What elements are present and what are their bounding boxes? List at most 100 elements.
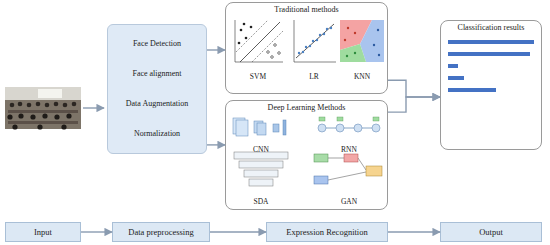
classroom-photo-part	[7, 114, 12, 119]
classroom-photo	[5, 87, 81, 130]
classroom-photo-part	[5, 87, 81, 100]
lr-chart-part	[309, 45, 311, 47]
knn-chart-part	[354, 52, 356, 54]
stage-box: Data preprocessing	[112, 222, 210, 242]
input-arrow-part	[83, 107, 104, 108]
classroom-photo-part	[37, 124, 42, 129]
result-bars-part	[448, 52, 530, 56]
node-text: Input	[34, 227, 52, 237]
method-label-text: GAN	[341, 197, 357, 206]
results-panel: Classification results	[440, 20, 542, 150]
classroom-photo-part	[72, 102, 77, 107]
method-label-text: RNN	[341, 145, 357, 154]
classroom-photo-part	[10, 103, 15, 108]
rnn-figure-part	[319, 117, 325, 121]
node-text: Deep Learning Methods	[268, 103, 346, 113]
stage-box: Output	[440, 222, 542, 242]
result-bars-part	[448, 64, 458, 68]
result-bars-part	[448, 40, 534, 44]
classroom-photo-part	[30, 114, 35, 119]
classroom-photo-part	[8, 110, 78, 113]
flow-arrow	[207, 144, 225, 145]
classroom-photo-part	[38, 89, 62, 98]
sda-figure-part	[239, 161, 283, 168]
method-label-text: SDA	[253, 197, 268, 206]
knn-chart-part	[346, 55, 348, 57]
cnn-figure-part	[257, 123, 266, 135]
knn-chart-part	[373, 44, 375, 46]
cnn-figure-part	[283, 120, 286, 135]
knn-chart	[340, 20, 384, 62]
cnn-figure-part	[273, 124, 279, 132]
flow-arrow	[207, 49, 225, 50]
node-text: Classification results	[458, 23, 525, 33]
classroom-photo-part	[12, 124, 17, 129]
node-text: Normalization	[134, 129, 180, 139]
node-text: Data Augmentation	[126, 99, 188, 109]
knn-chart-part	[377, 29, 379, 31]
method-label-text: CNN	[253, 145, 269, 154]
flow-arrow	[388, 97, 440, 112]
method-label: CNN	[253, 138, 269, 156]
knn-chart-part	[347, 27, 349, 29]
knn-chart-part	[378, 54, 380, 56]
flow-arrow	[388, 231, 440, 232]
flow-arrow	[210, 231, 266, 232]
rnn-figure-part	[336, 124, 344, 132]
svm-chart-part	[250, 26, 253, 29]
result-bars-part	[448, 88, 496, 92]
knn-chart-part	[344, 39, 346, 41]
node-text: Output	[479, 227, 503, 237]
rnn-figure-part	[372, 124, 380, 132]
svm-chart-part	[243, 23, 246, 26]
lr-chart-part	[302, 51, 304, 53]
stage-box: Input	[5, 222, 81, 242]
svm-chart-part	[245, 37, 248, 40]
classroom-photo-part	[18, 102, 23, 107]
classroom-photo-part	[36, 102, 41, 107]
rnn-figure-part	[322, 128, 376, 129]
sda-figure-part	[244, 170, 278, 177]
lr-chart-part	[330, 27, 332, 29]
classroom-photo-part	[8, 121, 78, 124]
flow-arrow	[81, 231, 112, 232]
knn-chart-part	[340, 44, 366, 62]
lr-chart-part	[319, 34, 321, 36]
cnn-figure-part	[236, 120, 248, 136]
flow-arrow	[388, 80, 440, 97]
method-label: LR	[309, 65, 319, 83]
method-label-text: LR	[309, 72, 319, 81]
method-label: GAN	[341, 190, 357, 208]
method-label: SVM	[250, 65, 266, 83]
method-label: KNN	[354, 65, 370, 83]
node-text: Face Detection	[133, 39, 181, 49]
gan-figure-part	[344, 154, 358, 162]
method-label: RNN	[341, 138, 357, 156]
node-text: Face alignment	[132, 69, 181, 79]
node-text: Expression Recognition	[286, 227, 367, 237]
classroom-photo-part	[54, 102, 59, 107]
method-label: SDA	[253, 190, 268, 208]
lr-chart-part	[312, 40, 314, 42]
method-label-text: SVM	[250, 72, 266, 81]
preprocessing-panel: Face DetectionFace alignmentData Augment…	[107, 24, 207, 154]
classroom-photo-part	[18, 113, 23, 118]
rnn-figure-part	[337, 117, 343, 121]
knn-chart-part	[354, 32, 356, 34]
rnn-figure-part	[373, 117, 379, 121]
gan-figure-part	[314, 176, 328, 184]
node-text: Traditional methods	[274, 5, 338, 15]
lr-chart-part	[305, 46, 307, 48]
stage-box: Expression Recognition	[266, 222, 388, 242]
classroom-photo-part	[54, 114, 59, 119]
classroom-photo-part	[5, 87, 81, 129]
classroom-photo-part	[42, 113, 47, 118]
gan-figure-part	[314, 154, 328, 162]
classroom-photo-part	[66, 113, 71, 118]
rnn-figure-part	[354, 124, 362, 132]
lr-chart-part	[323, 33, 325, 35]
